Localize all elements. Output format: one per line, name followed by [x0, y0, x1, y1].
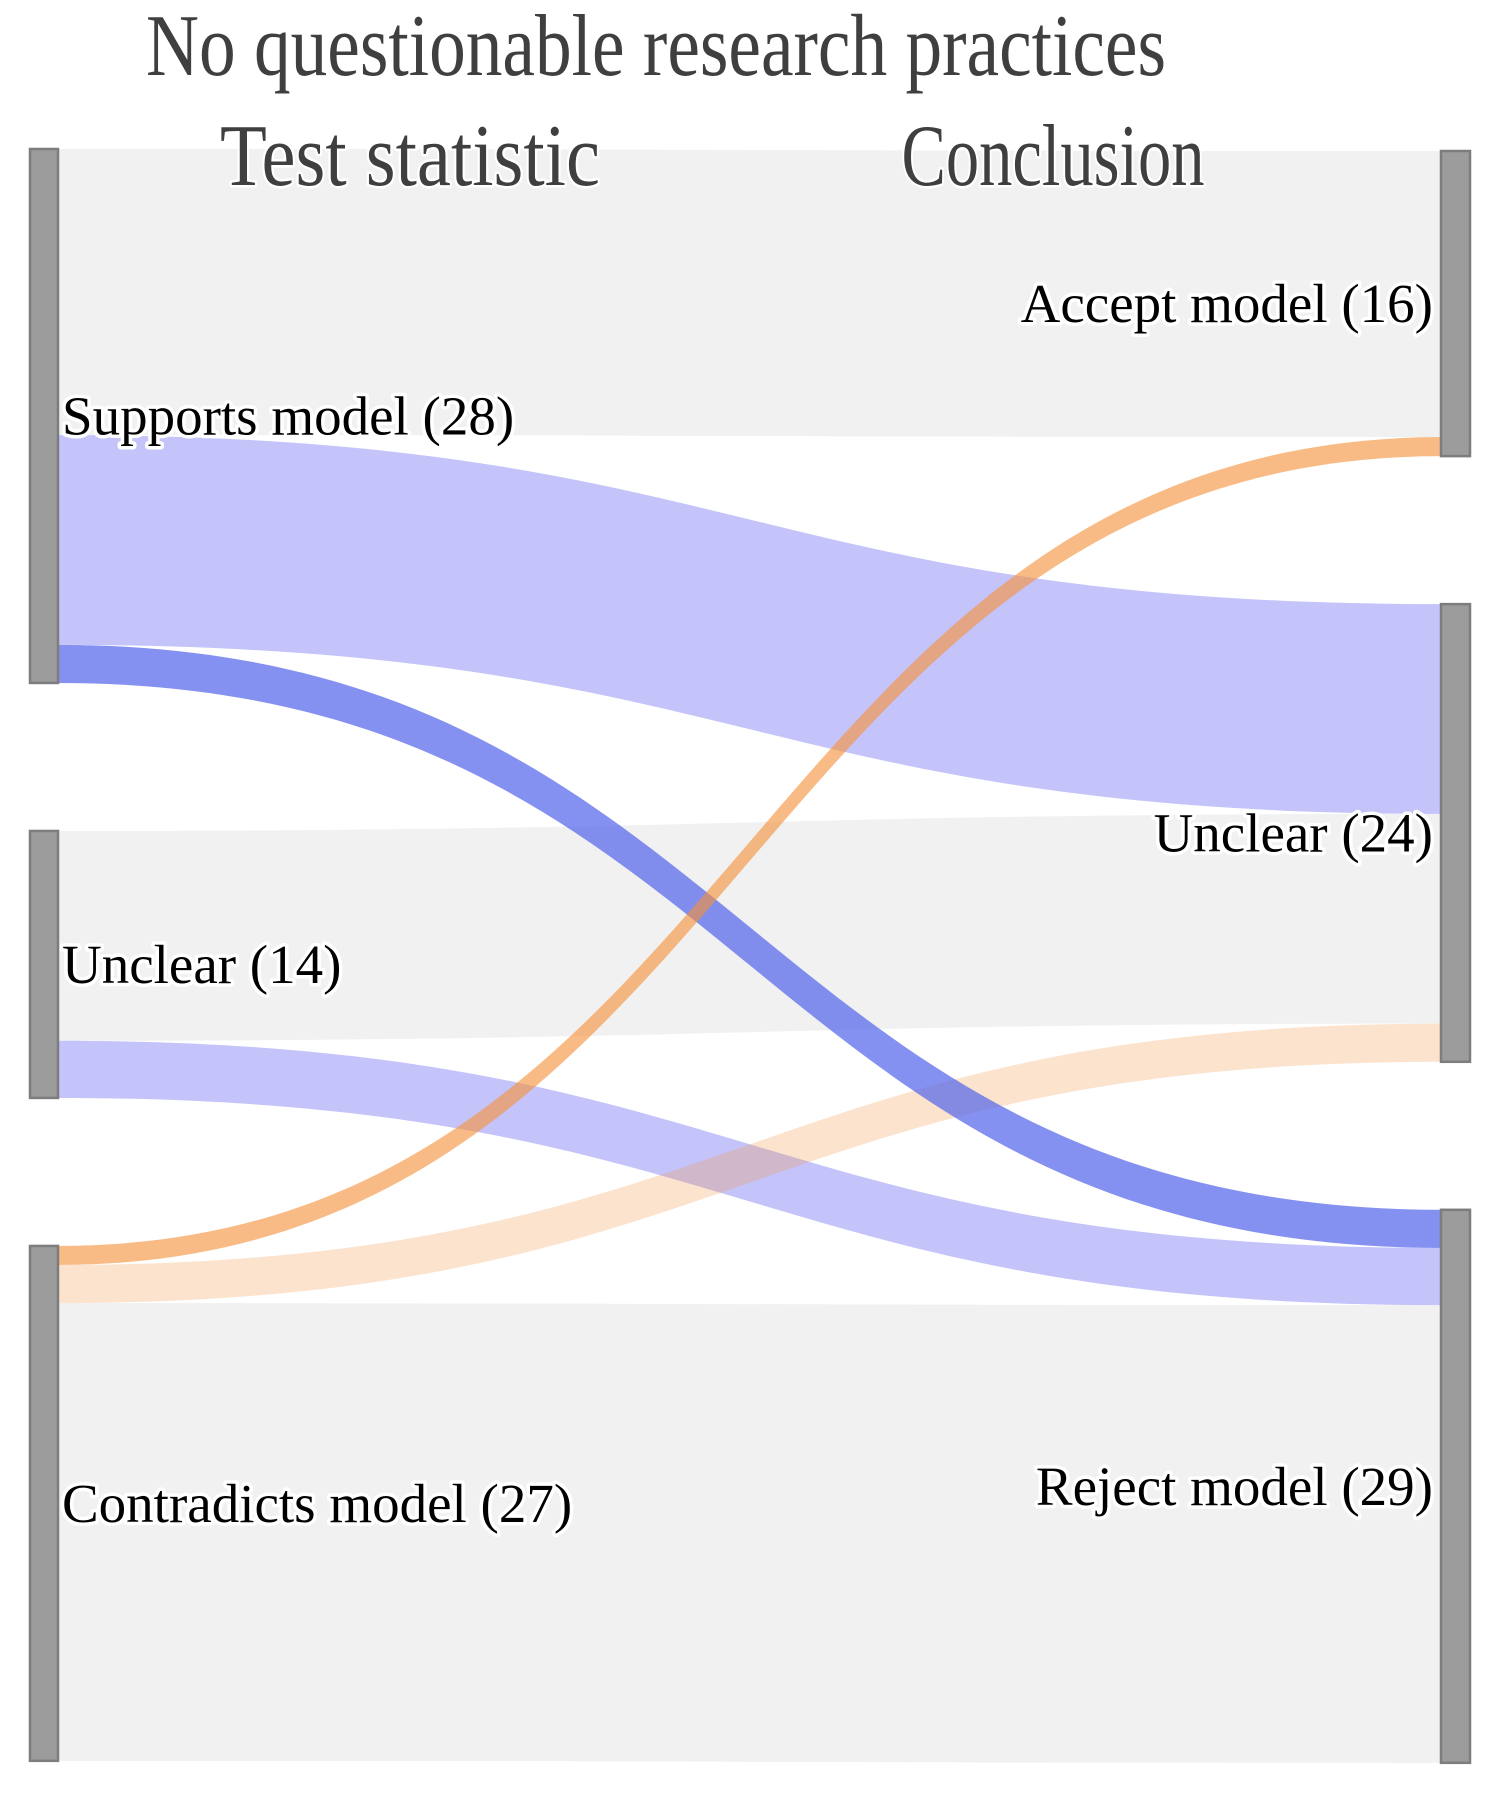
sankey-headers-layer: Test statistic Conclusion No questionable … [146, 0, 1207, 208]
sankey-link-contradicts-to-reject [57, 1303, 1443, 1763]
sankey-node-label-unclear_right: Unclear (24) [1154, 802, 1433, 863]
sankey-link-contradicts-to-accept [57, 437, 1443, 1266]
sankey-node-contradicts [28, 1244, 60, 1763]
sankey-link-unclear_left-to-unclear_right [57, 813, 1443, 1041]
sankey-node-unclear_left [28, 829, 60, 1100]
sankey-link-unclear_left-to-reject [57, 1040, 1443, 1306]
sankey-nodes-layer [28, 147, 1472, 1765]
sankey-node-label-supports: Supports model (28) [62, 385, 514, 446]
sankey-node-reject [1439, 1208, 1472, 1765]
sankey-node-accept [1439, 149, 1472, 458]
sankey-links-layer [57, 149, 1443, 1763]
sankey-node-supports [28, 147, 60, 685]
sankey-labels-layer: Supports model (28) Unclear (14) Contradic… [59, 270, 1437, 1538]
sankey-node-label-contradicts: Contradicts model (27) [62, 1473, 572, 1534]
column-header-conclusion: Conclusion [902, 108, 1205, 205]
sankey-link-supports-to-accept [57, 149, 1443, 438]
sankey-node-unclear_right [1439, 602, 1472, 1064]
column-header-test_statistic: Test statistic [220, 108, 600, 205]
sankey-link-supports-to-reject [57, 644, 1443, 1248]
sankey-node-label-unclear_left: Unclear (14) [62, 934, 341, 995]
sankey-link-supports-to-unclear_right [57, 435, 1443, 814]
sankey-node-label-accept: Accept model (16) [1021, 273, 1433, 334]
chart-title: No questionable research practices [146, 0, 1166, 95]
sankey-node-label-reject: Reject model (29) [1036, 1456, 1433, 1517]
sankey-link-contradicts-to-unclear_right [57, 1023, 1443, 1304]
